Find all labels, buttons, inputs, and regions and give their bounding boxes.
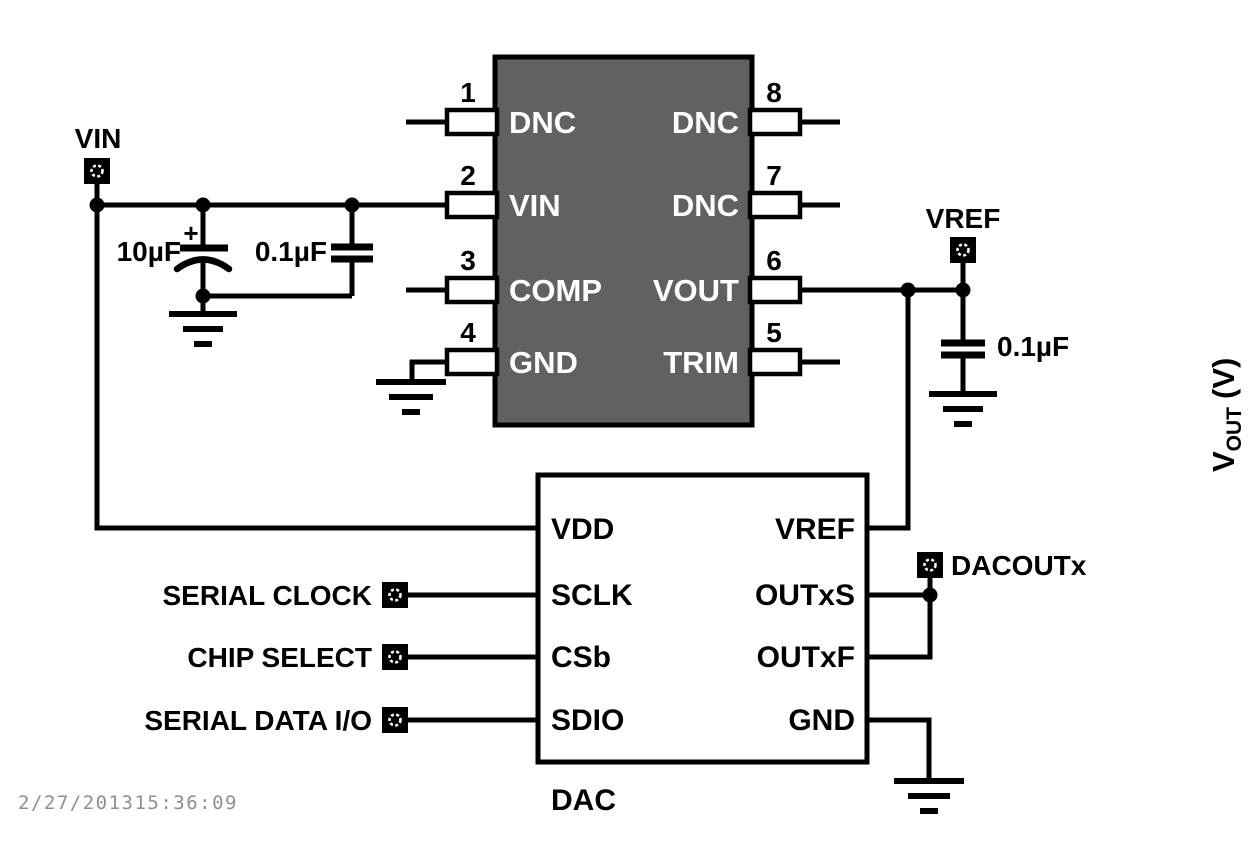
ground-icon-dac bbox=[894, 778, 964, 814]
junction-dots bbox=[89, 197, 971, 603]
capacitor-polarity-plus: + bbox=[183, 218, 198, 248]
axis-unit: (V) bbox=[1206, 358, 1241, 399]
pin5-label: TRIM bbox=[663, 345, 739, 380]
wire-pin4-to-ground bbox=[409, 359, 447, 379]
dac-name-label: DAC bbox=[551, 784, 616, 817]
terminal-serial-clock: SERIAL CLOCK bbox=[163, 580, 408, 611]
junction-dot bbox=[195, 197, 211, 213]
dac-pin-sclk: SCLK bbox=[551, 579, 633, 612]
pin5-box bbox=[747, 347, 803, 377]
terminal-pad-ring bbox=[388, 713, 402, 727]
terminal-pad-icon bbox=[382, 582, 408, 608]
pin8-box bbox=[747, 107, 803, 137]
terminal-pad-icon bbox=[917, 552, 943, 578]
dac-pin-vref: VREF bbox=[775, 513, 855, 546]
junction-dot bbox=[195, 288, 211, 304]
capacitor-input-0.1uF: 0.1µF bbox=[255, 236, 373, 267]
axis-subscript: OUT bbox=[1223, 407, 1246, 452]
pin3-box bbox=[444, 275, 500, 305]
axis-main: V bbox=[1206, 451, 1241, 472]
terminal-pad-icon bbox=[950, 237, 976, 263]
pin3-number: 3 bbox=[460, 245, 476, 276]
dac-pin-gnd: GND bbox=[788, 704, 855, 737]
pin6-box bbox=[747, 275, 803, 305]
serial-clock-label: SERIAL CLOCK bbox=[163, 580, 373, 611]
terminal-vref: VREF bbox=[926, 203, 1001, 263]
junction-dot bbox=[900, 282, 916, 298]
junction-dot bbox=[89, 197, 105, 213]
dac-pin-vdd: VDD bbox=[551, 513, 614, 546]
wire-vin-rail-to-vdd bbox=[94, 184, 538, 531]
wire-vout-to-dac-vref bbox=[867, 290, 911, 531]
pin6-label: VOUT bbox=[653, 273, 739, 308]
capacitor-curved-plate bbox=[173, 256, 233, 273]
pin4-number: 4 bbox=[460, 317, 476, 348]
terminal-pad-ring bbox=[388, 588, 402, 602]
terminal-pad-ring bbox=[90, 164, 104, 178]
chip-select-label: CHIP SELECT bbox=[187, 642, 372, 673]
pin5-number: 5 bbox=[766, 317, 782, 348]
pin1-box bbox=[444, 107, 500, 137]
capacitor-value-label: 10µF bbox=[117, 236, 181, 267]
timestamp: 2/27/201315:36:09 bbox=[18, 792, 238, 814]
terminal-pad-icon bbox=[382, 707, 408, 733]
dac-body bbox=[535, 472, 870, 765]
capacitor-value-label: 0.1µF bbox=[255, 236, 327, 267]
vref-terminal-label: VREF bbox=[926, 203, 1001, 234]
pin3-label: COMP bbox=[509, 273, 602, 308]
ground-icon-vref-cap bbox=[929, 391, 997, 427]
wire-dac-gnd bbox=[867, 717, 932, 780]
pin4-box bbox=[444, 347, 500, 377]
serial-data-label: SERIAL DATA I/O bbox=[144, 705, 372, 736]
pin7-box bbox=[747, 190, 803, 220]
pin1-number: 1 bbox=[460, 77, 476, 108]
dac-pin-outxs: OUTxS bbox=[755, 579, 855, 612]
vin-terminal-label: VIN bbox=[75, 123, 122, 154]
vout-axis-label: VOUT (V) bbox=[1206, 358, 1246, 472]
pin4-label: GND bbox=[509, 345, 578, 380]
terminal-pad-icon bbox=[84, 158, 110, 184]
junction-dot bbox=[922, 587, 938, 603]
regulator-ic: 1 2 3 4 8 7 6 5 DNC VIN COMP GND DNC DNC… bbox=[444, 54, 803, 428]
pin2-label: VIN bbox=[509, 188, 561, 223]
terminal-pad-ring bbox=[388, 650, 402, 664]
pin7-number: 7 bbox=[766, 160, 782, 191]
junction-dot bbox=[344, 197, 360, 213]
terminal-vin: VIN bbox=[75, 123, 122, 184]
capacitor-value-label: 0.1µF bbox=[997, 331, 1069, 362]
dac-pin-csb: CSb bbox=[551, 641, 611, 674]
regulator-chip-body bbox=[492, 54, 755, 428]
terminal-serial-data: SERIAL DATA I/O bbox=[144, 705, 408, 736]
junction-dot bbox=[955, 282, 971, 298]
terminal-dacout: DACOUTx bbox=[917, 550, 1087, 581]
pin8-label: DNC bbox=[672, 105, 739, 140]
dac-ic: VDD SCLK CSb SDIO VREF OUTxS OUTxF GND D… bbox=[535, 472, 870, 817]
pin7-label: DNC bbox=[672, 188, 739, 223]
terminal-pad-ring bbox=[923, 558, 937, 572]
dac-pin-outxf: OUTxF bbox=[757, 641, 855, 674]
dac-pin-sdio: SDIO bbox=[551, 704, 624, 737]
dacout-terminal-label: DACOUTx bbox=[951, 550, 1087, 581]
terminal-chip-select: CHIP SELECT bbox=[187, 642, 408, 673]
pin8-number: 8 bbox=[766, 77, 782, 108]
pin2-box bbox=[444, 190, 500, 220]
pin2-number: 2 bbox=[460, 160, 476, 191]
terminal-pad-icon bbox=[382, 644, 408, 670]
pin1-label: DNC bbox=[509, 105, 576, 140]
ground-icon-pin4 bbox=[376, 379, 446, 415]
wire-outxs-outxf-loop bbox=[867, 595, 933, 660]
ground-icon-input-caps bbox=[169, 311, 237, 347]
capacitor-10uF: + 10µF bbox=[117, 218, 233, 273]
pin6-number: 6 bbox=[766, 245, 782, 276]
terminal-pad-ring bbox=[956, 243, 970, 257]
capacitor-vref-0.1uF: 0.1µF bbox=[941, 331, 1069, 362]
